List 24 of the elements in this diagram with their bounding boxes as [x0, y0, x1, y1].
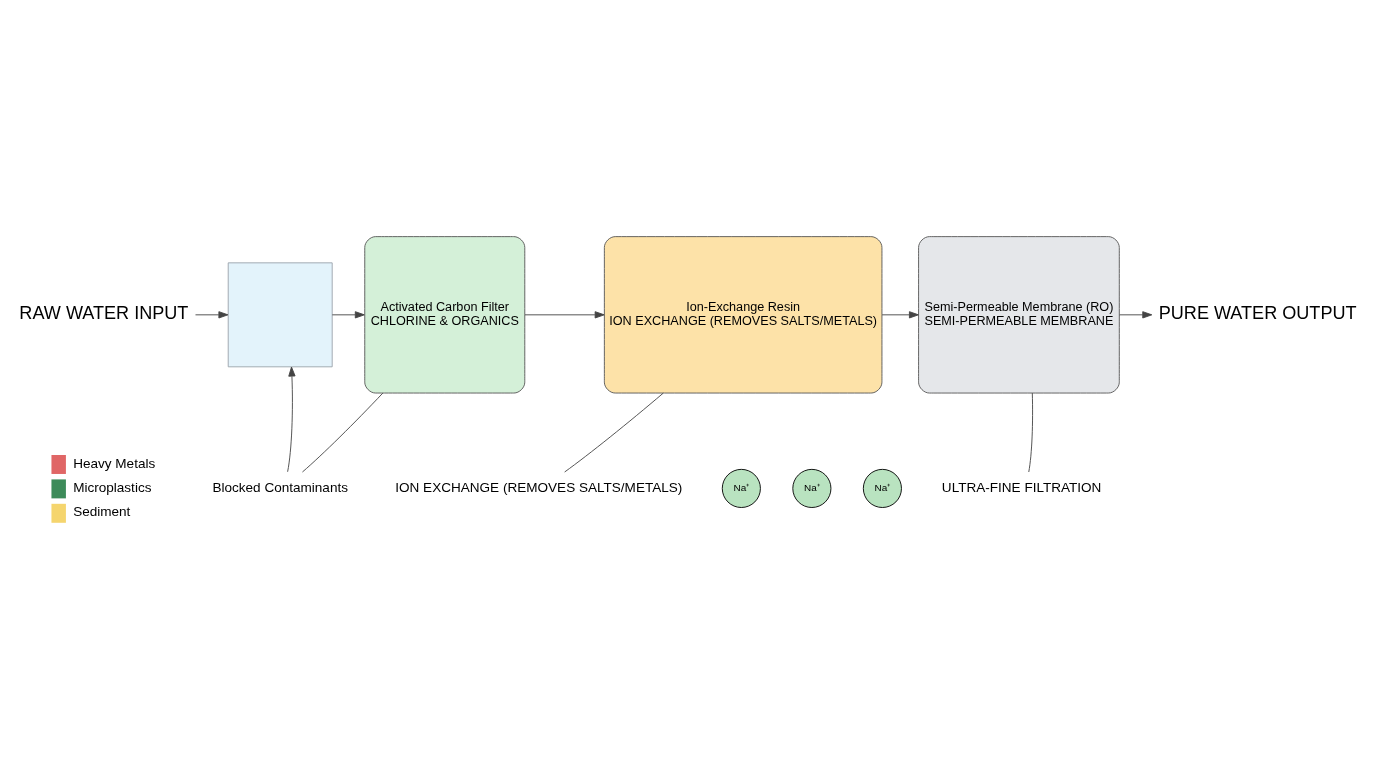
connector [1028, 392, 1033, 473]
arrow [287, 366, 296, 473]
connector [564, 392, 664, 473]
arrow [331, 311, 365, 319]
legend-label: Microplastics [73, 480, 152, 496]
label: Na⁺ [804, 481, 820, 493]
label: Na⁺ [733, 481, 750, 493]
arrow [524, 311, 605, 319]
node-text: RAW WATER INPUT [19, 303, 189, 324]
node-box: Semi-Permeable Membrane (RO) SEMI-PERMEABLE MEMBRANE [918, 236, 1120, 394]
node-box: Activated Carbon Filter CHLORINE & ORGANICS [364, 236, 526, 394]
node-text: Blocked Contaminants [212, 479, 348, 495]
node-box [227, 262, 333, 368]
node-text: PURE WATER OUTPUT [1158, 303, 1357, 324]
node-text: ULTRA-FINE FILTRATION [941, 479, 1102, 495]
label: Na⁺ [874, 481, 891, 493]
node-box: Ion-Exchange Resin ION EXCHANGE (REMOVES SALTS/METALS) [603, 236, 883, 394]
arrow [195, 311, 229, 319]
arrow [1118, 311, 1153, 319]
legend-label: Heavy Metals [73, 455, 156, 471]
node-text: ION EXCHANGE (REMOVES SALTS/METALS) [395, 479, 683, 495]
legend-label: Sediment [73, 504, 131, 520]
connector [302, 392, 384, 473]
arrow [881, 311, 919, 319]
